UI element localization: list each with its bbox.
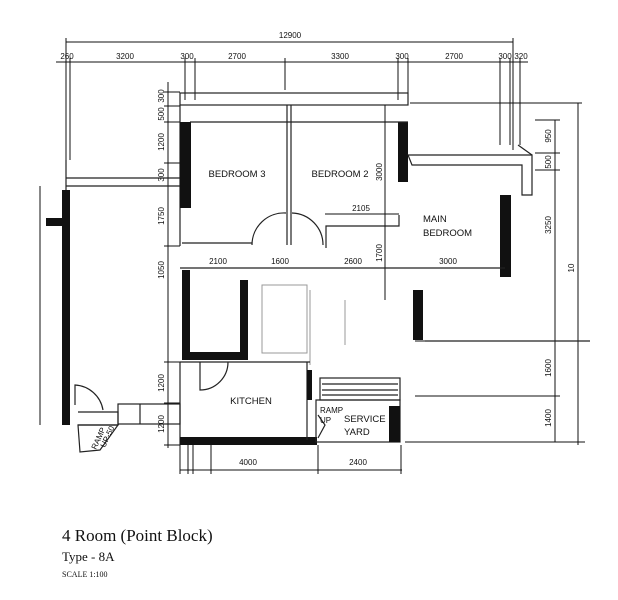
room-label-service-yard: YARD: [344, 427, 370, 438]
dim-right-outer: 10: [567, 263, 576, 272]
plan-scale: SCALE 1:100: [62, 570, 108, 579]
dim-right: 3250: [544, 216, 553, 234]
dim-top: 2700: [445, 52, 463, 61]
top-dimension-lines: [56, 38, 528, 160]
right-dimension-lines: [405, 102, 585, 445]
dim-left: 500: [157, 107, 166, 121]
dim-right: 1600: [544, 359, 553, 377]
left-dimension-lines: [39, 82, 180, 448]
plan-type: Type - 8A: [62, 549, 115, 564]
dim-middle-row: 3000: [439, 257, 457, 266]
dim-overall-width: 12900: [279, 31, 302, 40]
dim-top: 3200: [116, 52, 134, 61]
dim-top: 300: [395, 52, 409, 61]
ramp-label: UP: [320, 416, 331, 425]
dim-left: 1750: [157, 207, 166, 225]
dim-middle-row: 1600: [271, 257, 289, 266]
plan-title: 4 Room (Point Block): [62, 526, 213, 545]
dim-top: 320: [514, 52, 528, 61]
dim-interior: 3000: [375, 163, 384, 181]
room-label-kitchen: KITCHEN: [230, 396, 272, 407]
dim-right: 950: [544, 129, 553, 143]
dim-middle-row: 2100: [209, 257, 227, 266]
dim-top: 3300: [331, 52, 349, 61]
dim-left: 300: [157, 168, 166, 182]
room-label-bedroom-3: BEDROOM 3: [208, 169, 265, 180]
dim-top: 2700: [228, 52, 246, 61]
dim-top: 260: [60, 52, 74, 61]
dim-left: 1200: [157, 374, 166, 392]
room-label-bedroom-2: BEDROOM 2: [311, 169, 368, 180]
dim-left: 300: [157, 89, 166, 103]
dim-right: 1400: [544, 409, 553, 427]
dim-bottom: 2400: [349, 458, 367, 467]
dim-left: 1050: [157, 261, 166, 279]
room-label-main-bedroom: MAIN: [423, 214, 447, 225]
dim-bottom: 4000: [239, 458, 257, 467]
room-label-main-bedroom: BEDROOM: [423, 228, 472, 239]
dim-top: 300: [180, 52, 194, 61]
dim-right: 500: [544, 155, 553, 169]
dim-interior: 1700: [375, 244, 384, 262]
walls: [46, 92, 590, 474]
dim-left: 1200: [157, 133, 166, 151]
dim-interior: 2105: [352, 204, 370, 213]
room-label-service-yard: SERVICE: [344, 414, 386, 425]
dim-middle-row: 2600: [344, 257, 362, 266]
dim-top: 300: [498, 52, 512, 61]
ramp-label: RAMP: [320, 406, 343, 415]
